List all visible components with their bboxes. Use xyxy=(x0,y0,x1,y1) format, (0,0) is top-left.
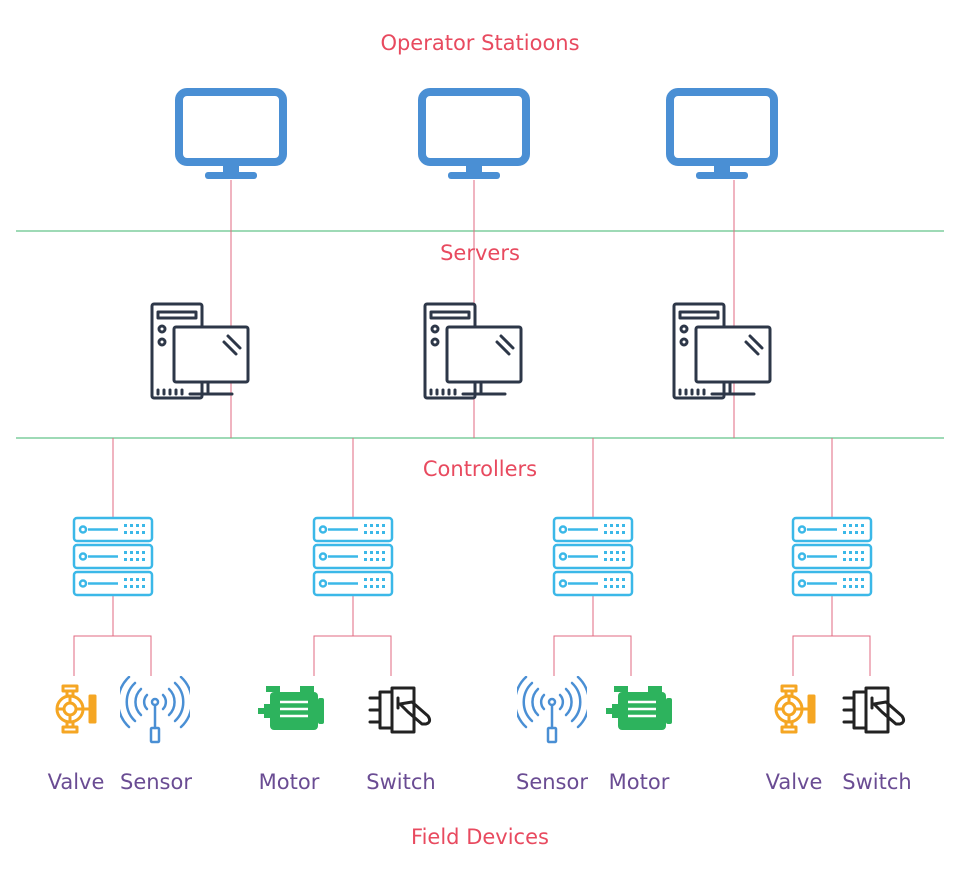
field-device-labels: Valve Sensor Motor Switch Sensor Motor V… xyxy=(48,770,912,794)
connection-links xyxy=(73,180,871,676)
controller-rack-icon[interactable] xyxy=(72,516,154,597)
controllers xyxy=(72,516,873,597)
sensor-icon[interactable] xyxy=(118,676,192,744)
operator-stations xyxy=(179,92,774,179)
tier-label-controllers: Controllers xyxy=(423,457,537,481)
switch-icon[interactable] xyxy=(368,686,432,734)
valve-icon[interactable] xyxy=(55,684,97,734)
device-label-sensor: Sensor xyxy=(516,770,588,794)
controller-rack-icon[interactable] xyxy=(312,516,394,597)
sensor-icon[interactable] xyxy=(515,676,589,744)
motor-icon[interactable] xyxy=(256,684,326,732)
device-label-valve: Valve xyxy=(766,770,823,794)
monitor-icon[interactable] xyxy=(422,92,526,179)
controller-rack-icon[interactable] xyxy=(552,516,634,597)
server-computer-icon[interactable] xyxy=(150,302,250,400)
valve-icon[interactable] xyxy=(774,684,816,734)
controller-rack-icon[interactable] xyxy=(791,516,873,597)
field-devices xyxy=(55,676,906,744)
device-label-valve: Valve xyxy=(48,770,105,794)
tier-label-servers: Servers xyxy=(440,241,520,265)
motor-icon[interactable] xyxy=(604,684,674,732)
device-label-motor: Motor xyxy=(259,770,320,794)
switch-icon[interactable] xyxy=(842,686,906,734)
device-label-switch: Switch xyxy=(842,770,911,794)
tier-label-field-devices: Field Devices xyxy=(411,825,549,849)
server-computer-icon[interactable] xyxy=(423,302,523,400)
tier-label-operator-stations: Operator Statioons xyxy=(380,31,579,55)
server-computer-icon[interactable] xyxy=(672,302,772,400)
monitor-icon[interactable] xyxy=(670,92,774,179)
servers xyxy=(150,302,772,400)
device-label-motor: Motor xyxy=(609,770,670,794)
monitor-icon[interactable] xyxy=(179,92,283,179)
device-label-sensor: Sensor xyxy=(120,770,192,794)
device-label-switch: Switch xyxy=(366,770,435,794)
